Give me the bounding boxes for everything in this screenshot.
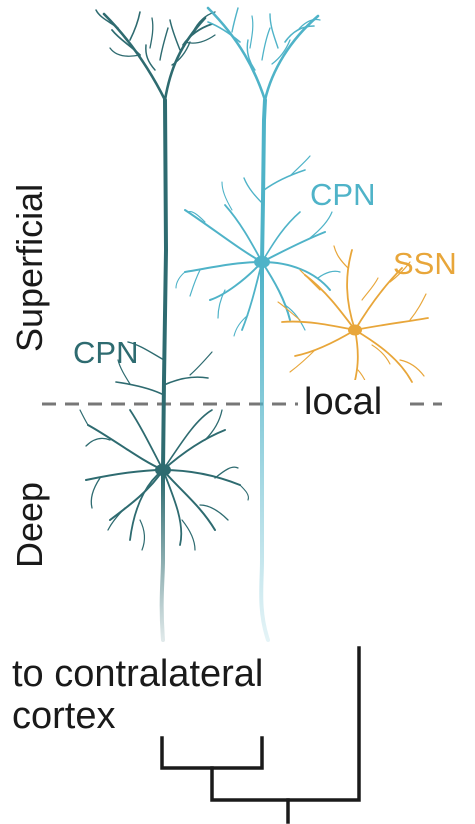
cpn-deep-label: CPN bbox=[73, 335, 138, 370]
superficial-label: Superficial bbox=[9, 184, 50, 352]
local-label-bg bbox=[298, 380, 410, 424]
superficial-cpn-neuron bbox=[175, 6, 341, 642]
contralateral-label-line1: to contralateral bbox=[12, 653, 263, 695]
deep-label: Deep bbox=[9, 482, 50, 568]
contralateral-label-line2: cortex bbox=[12, 695, 115, 737]
cpn-superficial-label: CPN bbox=[310, 177, 375, 212]
ssn-label: SSN bbox=[393, 246, 457, 281]
deep-cpn-neuron bbox=[79, 9, 249, 642]
callosal-tree bbox=[160, 646, 361, 824]
ssn-neuron bbox=[277, 245, 429, 395]
local-label: local bbox=[304, 381, 382, 423]
